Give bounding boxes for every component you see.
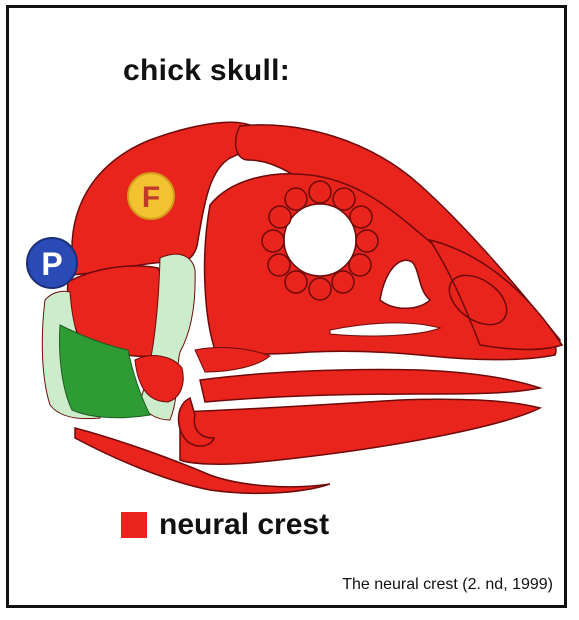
- frontal-marker: F: [128, 173, 174, 219]
- frontal-marker-letter: F: [142, 181, 160, 214]
- orbit-opening: [284, 204, 356, 276]
- legend-swatch: [121, 512, 147, 538]
- lower-jaw: [180, 399, 540, 464]
- citation: The neural crest (2. nd, 1999): [342, 576, 553, 594]
- legend-label: neural crest: [159, 508, 329, 542]
- parietal-marker-letter: P: [41, 246, 62, 282]
- legend: neural crest: [121, 508, 329, 542]
- parietal-marker: P: [27, 238, 77, 288]
- jugal-bar: [200, 369, 540, 402]
